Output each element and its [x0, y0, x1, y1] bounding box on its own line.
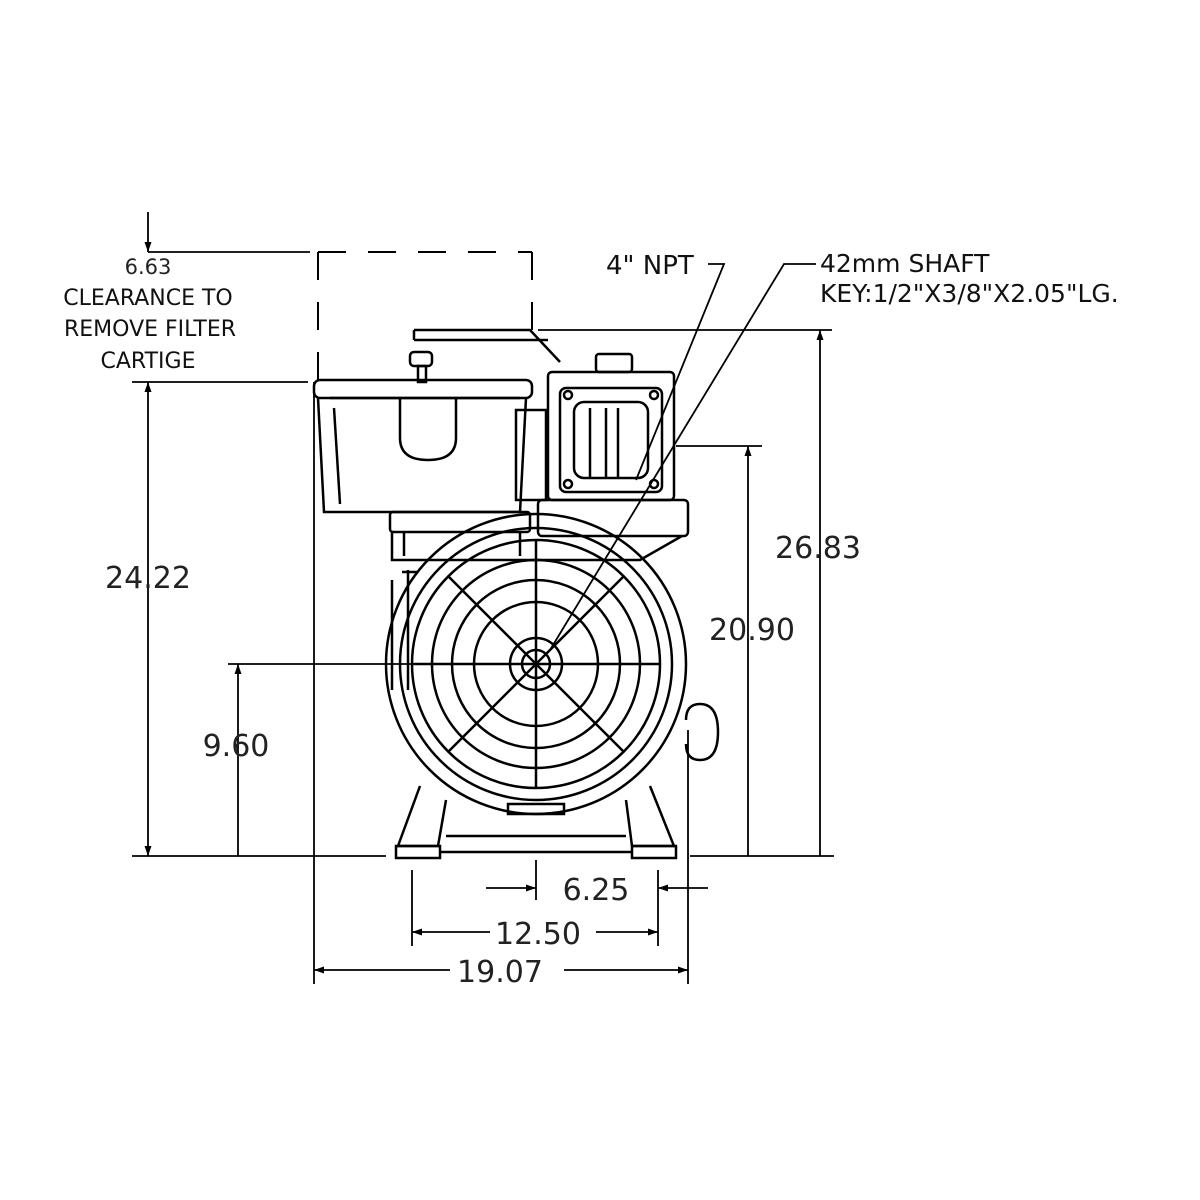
clearance-note-line3: CARTIGE — [101, 349, 196, 374]
clearance-note-line2: REMOVE FILTER — [64, 317, 236, 342]
dim-mount-width: 12.50 — [495, 917, 581, 952]
dimension-labels: 6.63 24.22 9.60 20.90 26.83 6.25 12.50 1… — [105, 255, 861, 990]
npt-note: 4" NPT — [606, 251, 694, 281]
shaft-note-line1: 42mm SHAFT — [820, 249, 990, 278]
shaft-leader — [549, 263, 816, 651]
dim-shaft-height: 9.60 — [203, 729, 270, 764]
dim-overall-width: 19.07 — [457, 955, 543, 990]
dim-half-mount: 6.25 — [563, 873, 630, 908]
strainer-housing — [316, 397, 548, 514]
volute-housing — [388, 498, 690, 562]
strainer-lid — [312, 328, 561, 400]
pump-outline — [312, 251, 720, 860]
dim-height-top: 24.22 — [105, 561, 191, 596]
pump-base — [394, 785, 678, 860]
filter-clearance-envelope — [317, 251, 533, 382]
shaft-note-line2: KEY:1/2"X3/8"X2.05"LG. — [820, 279, 1119, 308]
dim-overall-height: 26.83 — [775, 531, 861, 566]
clearance-note-line1: CLEARANCE TO — [63, 286, 232, 311]
dimension-lines — [132, 212, 834, 984]
npt-leader — [635, 263, 726, 481]
notes: CLEARANCE TO REMOVE FILTER CARTIGE 4" NP… — [63, 249, 1118, 374]
dim-clearance: 6.63 — [125, 255, 172, 279]
dim-outlet-height: 20.90 — [709, 613, 795, 648]
